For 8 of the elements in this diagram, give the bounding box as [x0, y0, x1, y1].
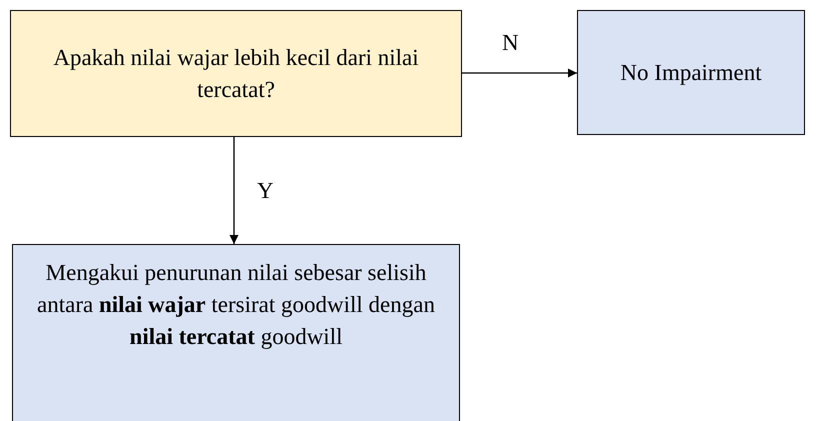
arrow — [230, 137, 238, 244]
process-box — [577, 10, 805, 135]
node-text: Mengakui penurunan nilai sebesar selisih antara nilai wajar tersirat goodwill dengan nilai tercatat goodwill — [36, 259, 436, 351]
process-box — [12, 244, 460, 421]
node-text: No Impairment — [620, 58, 762, 87]
node-text: Apakah nilai wajar lebih kecil dari nilai tercatat? — [52, 44, 420, 104]
decision-box — [10, 10, 462, 137]
arrow — [462, 68, 577, 78]
